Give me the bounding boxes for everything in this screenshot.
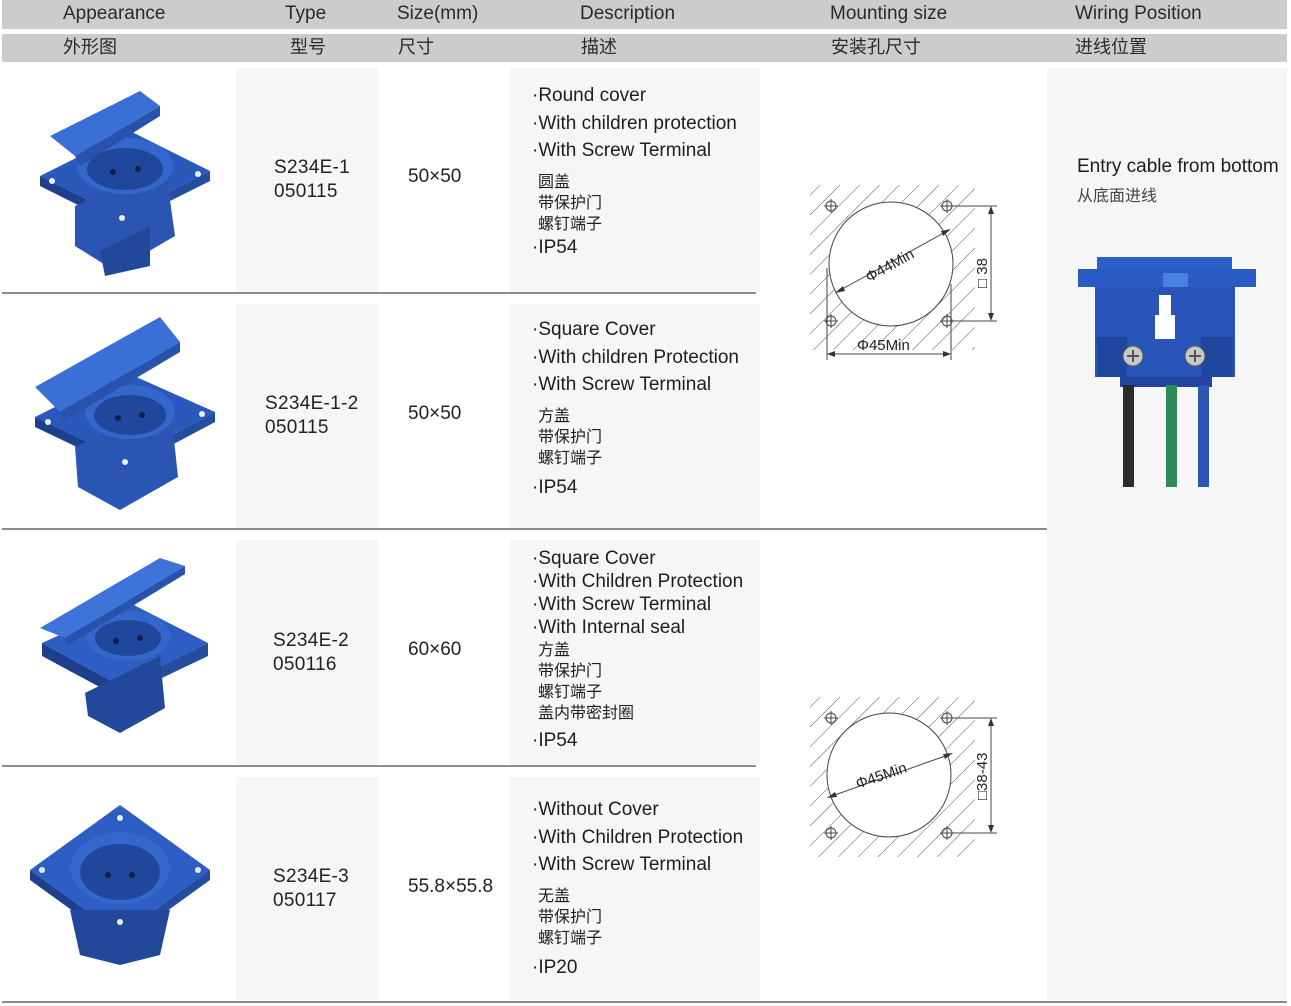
col-header-wiring: Wiring Position bbox=[1075, 3, 1202, 24]
type-cell: S234E-1 050115 bbox=[274, 156, 350, 204]
wire-green bbox=[1166, 385, 1177, 487]
feature-en: ·With Children Protection bbox=[532, 571, 744, 592]
feature-en: ·Square Cover bbox=[532, 548, 656, 569]
row-divider bbox=[2, 765, 756, 767]
feature-zh: 带保护门 bbox=[538, 192, 603, 212]
type-cell: S234E-1-2 050115 bbox=[265, 392, 359, 440]
socket-square-cover-icon bbox=[35, 317, 215, 510]
socket-square-cover-sealed-icon bbox=[40, 558, 208, 733]
feature-zh: 带保护门 bbox=[538, 661, 603, 680]
square-dimension-label: □38-43 bbox=[974, 753, 991, 800]
feature-en: ·Square Cover bbox=[532, 319, 656, 340]
desc-cell-bg bbox=[510, 540, 760, 764]
feature-en: ·With Internal seal bbox=[532, 617, 686, 638]
col-header-description-zh: 描述 bbox=[581, 37, 617, 58]
ip-rating: ·IP54 bbox=[532, 236, 578, 258]
feature-zh: 无盖 bbox=[538, 885, 571, 905]
wiring-title: Entry cable from bottom bbox=[1077, 156, 1279, 177]
feature-zh: 螺钉端子 bbox=[538, 927, 603, 947]
feature-zh: 螺钉端子 bbox=[538, 447, 603, 467]
col-header-type-zh: 型号 bbox=[290, 37, 326, 58]
size-value: 60×60 bbox=[408, 639, 462, 660]
feature-en: ·With Screw Terminal bbox=[532, 140, 712, 161]
feature-zh: 螺钉端子 bbox=[538, 213, 603, 233]
feature-en: ·With Children Protection bbox=[532, 826, 744, 848]
type-code: S234E-3 bbox=[273, 866, 350, 887]
col-header-size-zh: 尺寸 bbox=[398, 37, 434, 58]
description-cell: ·Without Cover ·With Children Protection… bbox=[532, 796, 743, 981]
type-cell-bg bbox=[236, 777, 378, 1000]
ip-rating: ·IP20 bbox=[532, 956, 578, 978]
type-code: S234E-1-2 bbox=[265, 393, 359, 414]
size-value: 50×50 bbox=[408, 403, 462, 424]
table-bottom-rule bbox=[2, 1001, 1287, 1003]
desc-cell-bg bbox=[510, 68, 760, 292]
feature-zh: 方盖 bbox=[538, 405, 571, 425]
wire-black bbox=[1123, 385, 1134, 487]
desc-cell-bg bbox=[510, 777, 760, 1000]
type-number: 050116 bbox=[273, 654, 337, 675]
socket-side-view-wiring-icon bbox=[1078, 257, 1256, 487]
col-header-mounting-zh: 安装孔尺寸 bbox=[831, 37, 921, 58]
socket-no-cover-icon bbox=[30, 805, 210, 965]
feature-zh: 圆盖 bbox=[538, 171, 571, 191]
type-code: S234E-1 bbox=[274, 157, 351, 178]
feature-zh: 方盖 bbox=[538, 640, 571, 659]
type-number: 050115 bbox=[274, 181, 338, 202]
type-code: S234E-2 bbox=[273, 630, 350, 651]
description-cell: ·Square Cover ·With children Protection … bbox=[532, 316, 739, 501]
socket-round-cover-icon bbox=[40, 91, 210, 276]
square-dimension-label: □ 38 bbox=[974, 258, 991, 288]
col-header-appearance-zh: 外形图 bbox=[63, 37, 117, 58]
description-cell: ·Square Cover ·With Children Protection … bbox=[532, 547, 743, 752]
desc-cell-bg bbox=[510, 304, 760, 528]
feature-en: ·With Screw Terminal bbox=[532, 594, 712, 615]
feature-en: ·With children protection bbox=[532, 112, 737, 134]
mounting-cutout-drawing: Φ44Min Φ45Min □ 38 bbox=[810, 185, 997, 360]
feature-en: ·With Screw Terminal bbox=[532, 854, 712, 875]
wiring-cell-bg bbox=[1047, 68, 1287, 1000]
feature-zh: 带保护门 bbox=[538, 906, 603, 926]
row-divider bbox=[2, 292, 756, 294]
col-header-description: Description bbox=[580, 3, 676, 24]
type-cell: S234E-3 050117 bbox=[273, 865, 349, 913]
type-cell-bg bbox=[236, 540, 378, 764]
type-cell: S234E-2 050116 bbox=[273, 629, 349, 677]
size-value: 50×50 bbox=[408, 166, 462, 187]
feature-en: ·With Screw Terminal bbox=[532, 374, 712, 395]
ip-rating: ·IP54 bbox=[532, 730, 578, 751]
description-cell: ·Round cover ·With children protection ·… bbox=[532, 82, 737, 261]
type-cell-bg bbox=[236, 304, 378, 528]
type-cell-bg bbox=[236, 68, 378, 292]
col-header-size: Size(mm) bbox=[397, 3, 479, 24]
mounting-cutout-drawing: Φ45Min □38-43 bbox=[810, 697, 997, 857]
feature-en: ·Without Cover bbox=[532, 799, 659, 820]
feature-zh: 盖内带密封圈 bbox=[538, 703, 635, 722]
wiring-subtitle: 从底面进线 bbox=[1077, 186, 1158, 205]
wire-blue bbox=[1198, 385, 1209, 487]
feature-en: ·Round cover bbox=[532, 85, 647, 106]
row-divider bbox=[2, 528, 1047, 530]
col-header-wiring-zh: 进线位置 bbox=[1075, 37, 1147, 58]
col-header-type: Type bbox=[285, 3, 327, 24]
col-header-appearance: Appearance bbox=[63, 3, 166, 24]
header-row-chinese: 外形图 型号 尺寸 描述 安装孔尺寸 进线位置 bbox=[2, 34, 1287, 62]
feature-en: ·With children Protection bbox=[532, 346, 739, 368]
ip-rating: ·IP54 bbox=[532, 476, 578, 498]
size-value: 55.8×55.8 bbox=[408, 876, 494, 897]
type-number: 050115 bbox=[265, 417, 329, 438]
type-number: 050117 bbox=[273, 890, 337, 911]
col-header-mounting: Mounting size bbox=[830, 3, 948, 24]
feature-zh: 带保护门 bbox=[538, 426, 603, 446]
feature-zh: 螺钉端子 bbox=[538, 682, 603, 701]
outer-dimension-label: Φ45Min bbox=[857, 337, 910, 354]
header-row-english: Appearance Type Size(mm) Description Mou… bbox=[2, 0, 1287, 29]
